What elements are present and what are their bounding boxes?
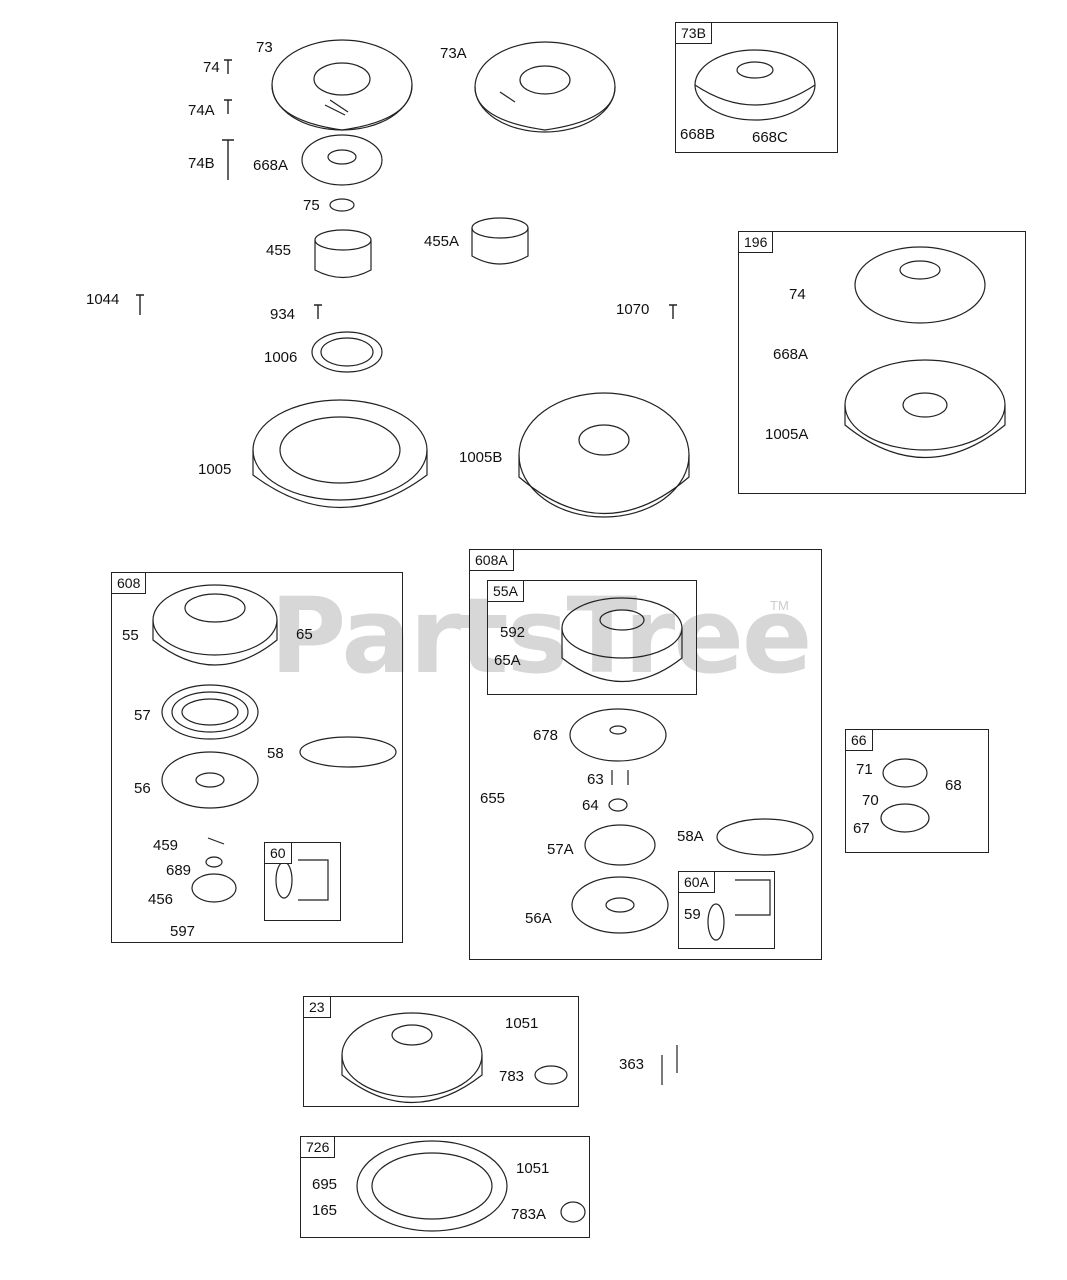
label-1044: 1044 (86, 291, 120, 308)
group-box-55A: 55A (487, 580, 697, 695)
label-74B: 74B (188, 155, 215, 172)
label-58: 58 (267, 745, 284, 762)
label-597: 597 (170, 923, 196, 940)
part-73B-screen (694, 49, 816, 121)
watermark-trademark: TM (770, 598, 789, 613)
label-74A: 74A (188, 102, 215, 119)
label-592: 592 (500, 624, 526, 641)
part-783A (560, 1201, 586, 1223)
label-73: 73 (256, 39, 273, 56)
label-783: 783 (499, 1068, 525, 1085)
label-64: 64 (582, 797, 599, 814)
label-668A-196: 668A (773, 346, 809, 363)
label-165: 165 (312, 1202, 338, 1219)
label-63: 63 (587, 771, 604, 788)
label-783A: 783A (511, 1206, 547, 1223)
part-57A-spring (584, 824, 656, 866)
part-58A-rope (716, 818, 814, 856)
label-1005: 1005 (198, 461, 232, 478)
label-655: 655 (480, 790, 506, 807)
label-695: 695 (312, 1176, 338, 1193)
label-689: 689 (166, 862, 192, 879)
label-56A: 56A (525, 910, 552, 927)
label-1006: 1006 (264, 349, 298, 366)
part-73A-blower-housing (474, 41, 616, 133)
part-63-64 (608, 770, 629, 812)
group-box-73B: 73B (675, 22, 838, 153)
group-box-196: 196 (738, 231, 1026, 494)
part-456 (191, 837, 237, 903)
part-75 (329, 198, 355, 212)
group-box-66: 66 (845, 729, 989, 853)
label-678: 678 (533, 727, 559, 744)
label-57: 57 (134, 707, 151, 724)
part-1005B-flywheel (518, 392, 690, 518)
part-73-blower-housing (271, 39, 413, 131)
group-box-23: 23 (303, 996, 579, 1107)
label-1051: 1051 (505, 1015, 539, 1032)
part-1005A-flywheel (844, 359, 1006, 459)
label-455A: 455A (424, 233, 460, 250)
label-74-196: 74 (789, 286, 806, 303)
part-55-housing (152, 584, 278, 666)
group-box-608: 608 (111, 572, 403, 943)
label-65A: 65A (494, 652, 521, 669)
group-box-60: 60 (264, 842, 341, 921)
label-668A: 668A (253, 157, 289, 174)
screws (136, 59, 677, 319)
label-74: 74 (203, 59, 220, 76)
group-box-726: 726 (300, 1136, 590, 1238)
part-66-clutch (880, 758, 930, 833)
label-1070: 1070 (616, 301, 650, 318)
label-456: 456 (148, 891, 174, 908)
label-363: 363 (619, 1056, 645, 1073)
label-67: 67 (853, 820, 870, 837)
label-57A: 57A (547, 841, 574, 858)
label-1005B: 1005B (459, 449, 503, 466)
part-726-ring (356, 1140, 508, 1232)
part-23-flywheel (341, 1012, 483, 1103)
part-678-plate (569, 708, 667, 762)
part-668A (301, 134, 383, 186)
label-73A: 73A (440, 45, 467, 62)
group-box-608A: 608A (469, 549, 822, 960)
label-668C: 668C (752, 129, 788, 146)
label-56: 56 (134, 780, 151, 797)
label-65: 65 (296, 626, 313, 643)
part-783 (534, 1065, 568, 1085)
label-668B: 668B (680, 126, 716, 143)
label-59: 59 (684, 906, 701, 923)
label-1005A: 1005A (765, 426, 809, 443)
watermark: PartsTree (270, 575, 812, 697)
part-56-pulley (161, 751, 259, 809)
part-59-handle-60A (707, 879, 771, 941)
part-455A (471, 217, 529, 265)
part-455 (314, 229, 372, 279)
part-1006 (311, 331, 383, 373)
group-box-60A: 60A (678, 871, 775, 949)
part-55A-housing (561, 597, 683, 683)
label-55: 55 (122, 627, 139, 644)
label-455: 455 (266, 242, 292, 259)
label-58A: 58A (677, 828, 704, 845)
part-196-screen (854, 246, 986, 324)
label-459: 459 (153, 837, 179, 854)
label-68: 68 (945, 777, 962, 794)
part-58-rope (299, 736, 397, 768)
label-70: 70 (862, 792, 879, 809)
label-75: 75 (303, 197, 320, 214)
part-56A-pulley (571, 876, 669, 934)
label-1051-726: 1051 (516, 1160, 550, 1177)
label-71: 71 (856, 761, 873, 778)
label-934: 934 (270, 306, 296, 323)
part-1005-flywheel (252, 399, 428, 508)
part-57-spring (161, 684, 259, 740)
part-363 (661, 1045, 678, 1085)
